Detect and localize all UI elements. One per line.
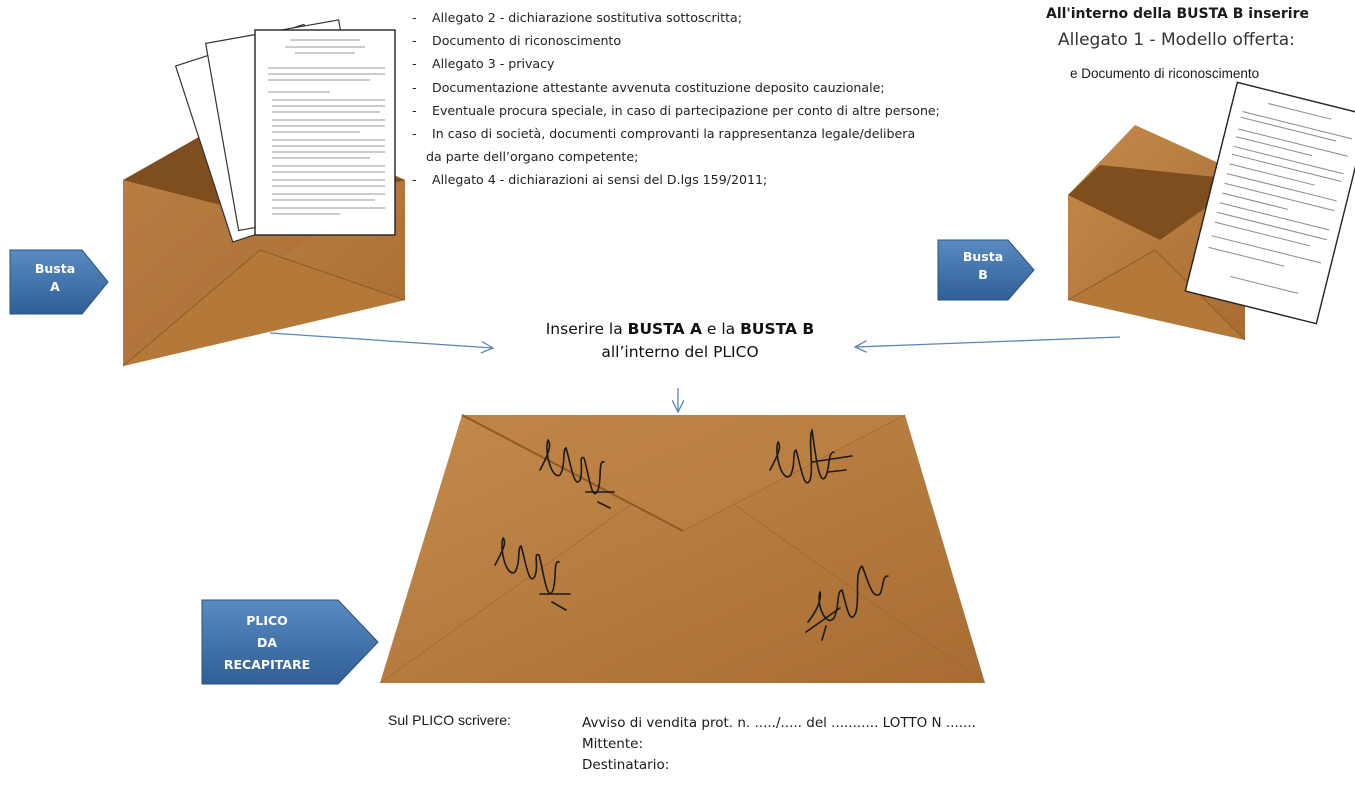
plico-avviso-line: Avviso di vendita prot. n. ...../..... d… <box>582 715 976 731</box>
arrow-from-busta-b <box>855 336 1121 347</box>
busta-b-heading: All'interno della BUSTA B inserire <box>1046 6 1310 22</box>
busta-b-modello-offerta: Allegato 1 - Modello offerta: <box>1058 30 1295 50</box>
list-item: -Documento di riconoscimento <box>412 33 622 49</box>
list-item-continuation: da parte dell’organo competente; <box>426 149 639 165</box>
busta-b-label-line2: B <box>978 267 988 282</box>
list-item: -In caso di società, documenti comprovan… <box>412 126 916 142</box>
busta-a-tag <box>9 249 109 315</box>
plico-destinatario-line: Destinatario: <box>582 757 670 773</box>
busta-a-label-line2: A <box>50 279 60 294</box>
arrow-from-busta-a <box>269 332 493 348</box>
busta-b-label-line1: Busta <box>962 249 1004 264</box>
plico-label-line2: DA <box>256 635 278 650</box>
list-item: -Eventuale procura speciale, in caso di … <box>412 102 940 118</box>
plico-mittente-line: Mittente: <box>582 736 643 752</box>
busta-a-label-line1: Busta <box>34 261 76 276</box>
busta-b-label: Busta B <box>938 248 1028 284</box>
list-item: -Allegato 2 - dichiarazione sostitutiva … <box>412 10 742 25</box>
busta-a-documents <box>174 19 396 243</box>
plico-label-line1: PLICO <box>246 613 288 628</box>
plico-envelope <box>379 414 986 684</box>
plico-tag <box>201 599 379 685</box>
list-item: -Documentazione attestante avvenuta cost… <box>412 79 885 95</box>
signature-top-right <box>769 429 853 484</box>
insert-instruction-line2: all’interno del PLICO <box>601 343 759 361</box>
signature-top-left <box>539 439 615 509</box>
busta-b-tag <box>937 239 1035 301</box>
insert-instruction-line1: Inserire la BUSTA A e la BUSTA B <box>545 320 815 338</box>
plico-label-line3: RECAPITARE <box>223 657 311 672</box>
insert-instruction: Inserire la BUSTA A e la BUSTA B all’int… <box>470 318 890 364</box>
signature-bottom-right <box>805 565 889 641</box>
plico-address-block: Avviso di vendita prot. n. ...../..... d… <box>582 713 976 776</box>
busta-a-contents-list: -Allegato 2 - dichiarazione sostitutiva … <box>412 6 940 192</box>
plico-label: PLICO DA RECAPITARE <box>202 610 332 676</box>
busta-a-label: Busta A <box>10 260 100 296</box>
busta-b-document <box>1184 81 1355 325</box>
list-item: -Allegato 3 - privacy <box>412 56 555 72</box>
plico-instruction-label: Sul PLICO scrivere: <box>388 712 511 728</box>
signature-bottom-left <box>494 537 571 611</box>
list-item: -Allegato 4 - dichiarazioni ai sensi del… <box>412 172 768 188</box>
busta-b-documento: e Documento di riconoscimento <box>1070 66 1260 81</box>
